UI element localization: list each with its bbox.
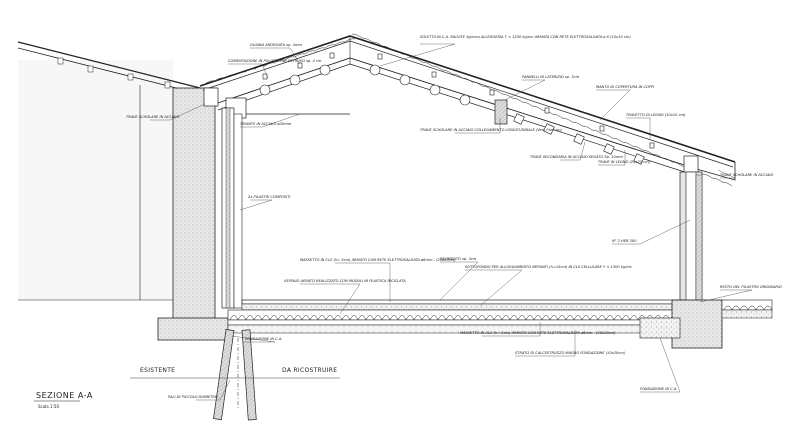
labels: GUAINA ARDESIATA sp. 4mm SOLETTA IN C.A.… — [126, 35, 782, 399]
zone-rebuild: DA RICOSTRUIRE — [282, 367, 337, 374]
label-steel-beam: TRAVE SCHOLARE IN ACCIAIO COLLEGAMENTO L… — [420, 128, 563, 132]
label-foundation-left: FONDAZIONE IN C.A. — [245, 337, 282, 341]
roof — [199, 33, 736, 187]
label-tie-rod: TIRANTE IN ACCIAIO ø30mm — [240, 122, 292, 126]
title-block: SEZIONE A-A Scala 1:50 — [34, 391, 93, 409]
label-screed-bottom: MASSETTO IN CLS (h= 5cm) ARMATO CON RETE… — [460, 331, 616, 335]
existing-building — [17, 41, 201, 301]
label-wood-strip: TRAVETTO DI LEGNO (10x10 cm) — [626, 113, 686, 117]
leader-lines — [150, 43, 753, 401]
label-panels: PANNELLI IN LATERIZIO sp. 3cm — [522, 75, 580, 79]
zone-divider: ESISTENTE DA RICOSTRUIRE — [130, 338, 340, 410]
label-beam-right: TRAVE SCHOLARE IN ACCIAIO — [720, 173, 773, 177]
label-ridge-slab: SOLETTA IN C.A. RALVITE 4g/cmq ALLEGGERI… — [420, 35, 631, 39]
interior-frame — [221, 107, 703, 309]
label-micropiles: PALI DI PICCOLO DIAMETRO — [168, 395, 218, 399]
left-stone-wall — [157, 87, 229, 341]
label-lean-concrete: STRATO DI CALCESTRUZZO MAGRO FONDAZIONE … — [515, 351, 626, 355]
floor-structure — [213, 299, 773, 421]
label-polystyrene: COIBENTAZIONE IN POLISTIRENE ESTRUSO sp.… — [228, 59, 322, 63]
label-secondary-beam: TRAVE SECONDARIA IN ACCIAIO SEGATO Sp. 1… — [530, 155, 623, 159]
section-scale: Scala 1:50 — [38, 404, 59, 409]
label-screed-top: MASSETTO IN CLS (h= 5cm) ARMATO CON RETE… — [300, 258, 456, 262]
label-remainder-pilaster: RESTO DEL PILASTRO ORIGINARIO — [720, 285, 782, 289]
label-hea: N° 2 HEB 300 — [612, 239, 637, 243]
label-tiles: MANTO DI COPERTURA IN COPPI — [596, 85, 654, 89]
label-foundation-right: FONDAZIONE IN C.A. — [640, 387, 677, 391]
label-wood-beam: TRAVE IN LEGNO (25x25 cm) — [598, 160, 651, 164]
label-beam-left: TRAVE SCHOLARE IN ACCIAIO — [126, 115, 179, 119]
zone-existing: ESISTENTE — [140, 367, 175, 374]
section-title: SEZIONE A-A — [36, 391, 93, 400]
label-ventilated-crawl: VESPAIO AERATO REALIZZATO CON MODULI IN … — [284, 279, 406, 283]
label-pilaster: 2x PILASTRI COMPOSITI — [248, 195, 290, 199]
label-lightened-screed: SOTTOFONDO PER ALLOGGIAMENTO IMPIANTI (h… — [465, 265, 632, 269]
label-flooring: PAVIMENTO sp. 3cm — [440, 257, 477, 261]
label-roof-sheath: GUAINA ARDESIATA sp. 4mm — [250, 43, 302, 47]
